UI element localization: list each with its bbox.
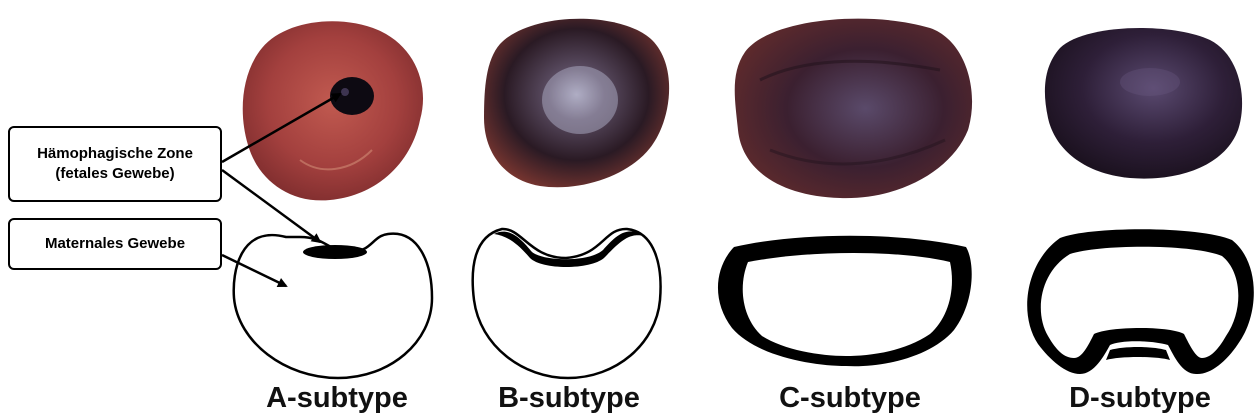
schematic-b [473,229,661,378]
callout-haemophagous-line1: Hämophagische Zone [37,144,193,164]
caption-c-subtype: C-subtype [740,380,960,416]
schematic-c [718,236,972,366]
caption-d-subtype: D-subtype [1030,380,1250,416]
callout-haemophagous-zone: Hämophagische Zone (fetales Gewebe) [8,126,222,202]
callout-maternal-label: Maternales Gewebe [45,234,185,254]
caption-b-subtype: B-subtype [459,380,679,416]
caption-a-subtype: A-subtype [227,380,447,416]
schematic-d [1027,229,1254,374]
schematic-a [234,234,432,378]
callout-haemophagous-line2: (fetales Gewebe) [55,164,174,184]
haemophagous-zone-a [303,245,367,259]
callout-maternal-tissue: Maternales Gewebe [8,218,222,270]
specimen-photo-c [735,19,972,198]
specimen-photo-d [1045,28,1242,179]
specimen-photo-b [484,19,669,188]
specimen-photo-a [243,21,423,200]
